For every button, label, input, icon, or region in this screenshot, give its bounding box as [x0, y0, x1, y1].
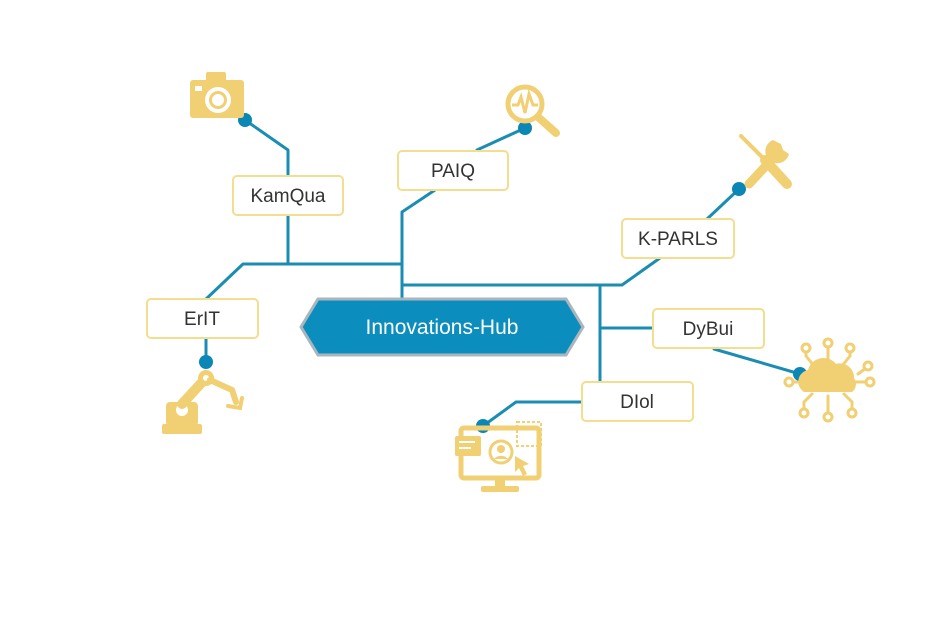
cloud-network-icon	[783, 337, 876, 423]
camera-icon	[190, 72, 244, 118]
dot-erit	[199, 355, 213, 369]
wrench-screwdriver-icon	[739, 134, 792, 189]
node-kamqua[interactable]: KamQua	[232, 175, 344, 216]
node-dybui[interactable]: DyBui	[652, 308, 765, 349]
node-label: PAIQ	[431, 161, 475, 182]
node-box	[621, 218, 735, 259]
node-label: K-PARLS	[638, 229, 718, 250]
connector-dots	[199, 113, 807, 433]
node-label: DIol	[620, 392, 654, 413]
node-label: DyBui	[683, 319, 734, 340]
dot-paiq	[518, 121, 532, 135]
node-diol[interactable]: DIol	[581, 381, 694, 422]
node-paiq[interactable]: PAIQ	[397, 150, 509, 191]
node-box	[581, 381, 694, 422]
node-box	[397, 150, 509, 191]
node-label: ErIT	[184, 309, 220, 330]
connector-diol-icon	[481, 400, 584, 428]
connector-trunk-upper	[203, 262, 404, 302]
node-label: KamQua	[251, 186, 326, 207]
node-box	[232, 175, 344, 216]
node-erit[interactable]: ErIT	[146, 298, 259, 339]
connector-kamqua	[243, 118, 290, 266]
connector-paiq	[400, 188, 437, 302]
hub-label: Innovations-Hub	[366, 316, 519, 339]
robot-arm-icon	[162, 370, 244, 434]
hub-node[interactable]: Innovations-Hub	[299, 297, 585, 357]
node-box	[652, 308, 765, 349]
hub-shape	[299, 297, 585, 357]
connector-lines	[203, 118, 802, 428]
connector-kparls-top	[704, 187, 741, 222]
magnifier-waveform-icon	[505, 84, 560, 137]
connector-dybui-icon	[712, 347, 802, 376]
connector-trunk-lower	[400, 256, 662, 287]
node-kparls[interactable]: K-PARLS	[621, 218, 735, 259]
monitor-interface-icon	[455, 421, 542, 492]
node-box	[146, 298, 259, 339]
connector-paiq-top	[475, 126, 527, 152]
dot-kparls	[732, 182, 746, 196]
